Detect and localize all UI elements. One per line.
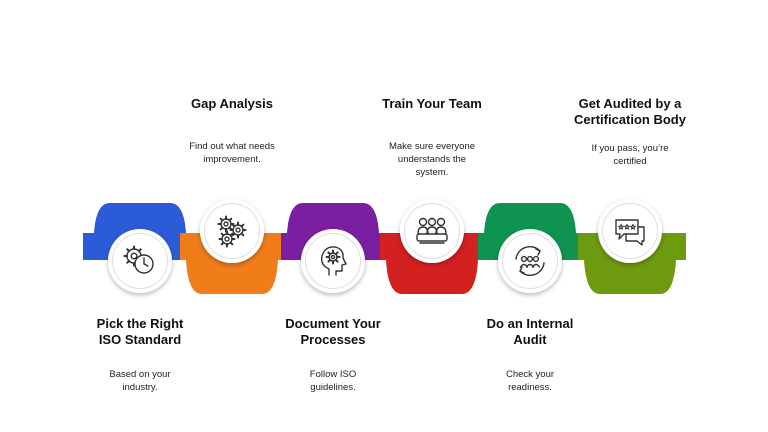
step-label: Do an Internal Audit Check your readines… xyxy=(460,316,600,394)
step-description: Find out what needs improvement. xyxy=(189,141,275,165)
step-node-1 xyxy=(108,229,172,293)
step-title: Pick the Right ISO Standard xyxy=(96,316,184,347)
step-label: Gap Analysis Find out what needs improve… xyxy=(162,96,302,166)
step-node-6 xyxy=(598,199,662,263)
step-description: Based on your industry. xyxy=(109,369,171,393)
step-description: Check your readiness. xyxy=(505,369,555,393)
step-title: Gap Analysis xyxy=(191,96,273,111)
step-title: Do an Internal Audit xyxy=(486,316,574,347)
step-title: Document Your Processes xyxy=(285,316,381,347)
team-cycle-icon xyxy=(515,245,545,277)
step-node-3 xyxy=(301,229,365,293)
gears-icon xyxy=(217,215,247,248)
step-title: Train Your Team xyxy=(382,96,482,111)
rating-chat-icon xyxy=(615,219,645,246)
step-label: Train Your Team Make sure everyone under… xyxy=(362,96,502,179)
step-node-4 xyxy=(400,199,464,263)
team-training-icon xyxy=(416,217,448,244)
gear-clock-icon xyxy=(123,245,154,274)
step-node-5 xyxy=(498,229,562,293)
step-label: Pick the Right ISO Standard Based on you… xyxy=(70,316,210,394)
step-description: If you pass, you’re certified xyxy=(591,143,669,167)
head-gear-icon xyxy=(320,246,347,276)
step-label: Get Audited by a Certification Body If y… xyxy=(560,96,700,168)
step-node-2 xyxy=(200,199,264,263)
step-label: Document Your Processes Follow ISO guide… xyxy=(263,316,403,394)
step-description: Make sure everyone understands the syste… xyxy=(388,141,476,178)
step-title: Get Audited by a Certification Body xyxy=(574,96,686,127)
step-description: Follow ISO guidelines. xyxy=(309,369,357,393)
